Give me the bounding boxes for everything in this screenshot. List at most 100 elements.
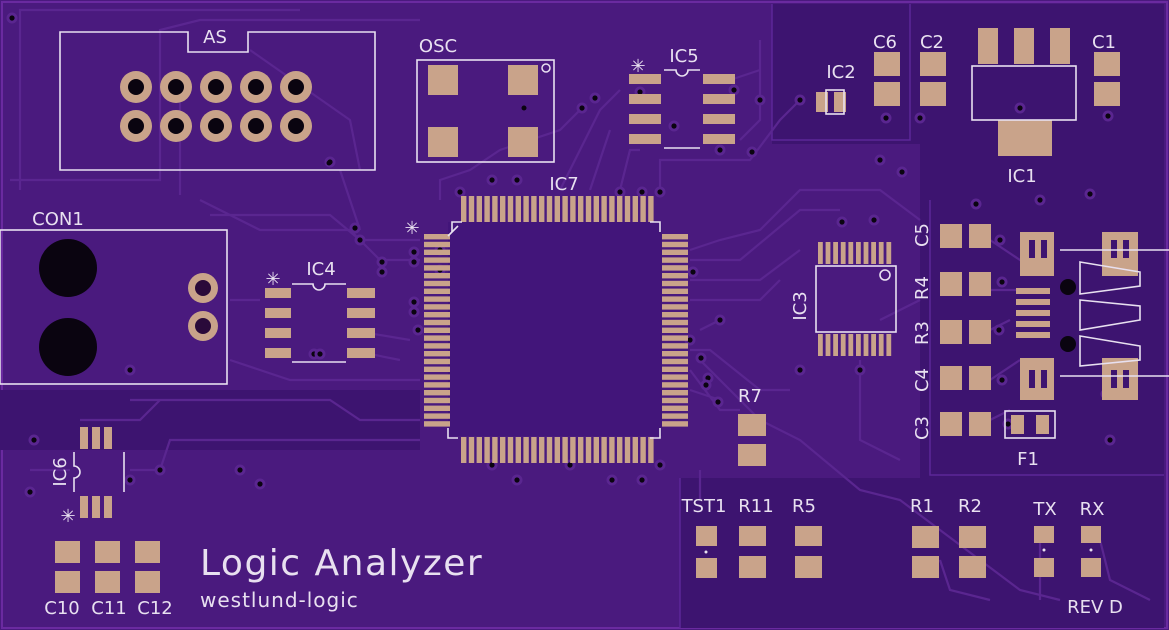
ic-pad [662, 382, 688, 388]
ic-pad [424, 288, 450, 294]
ic-pad [629, 114, 661, 124]
f1-fuse: F1 [1004, 410, 1056, 470]
ic-pad [424, 421, 450, 427]
tx-led: TX [1032, 499, 1057, 577]
osc-label: OSC [419, 36, 457, 57]
header-pin-hole [168, 79, 184, 95]
c3-label: C3 [912, 416, 933, 440]
via-hole [609, 477, 615, 483]
ic-pad [840, 242, 846, 264]
ic-pad [848, 242, 854, 264]
ic-pad [570, 196, 576, 222]
ic-pad [424, 358, 450, 365]
via-hole [997, 237, 1003, 243]
usb-pin [1016, 332, 1050, 338]
ic-pad [629, 134, 661, 144]
via-hole [579, 105, 585, 111]
ic-pad [424, 249, 450, 255]
ic-pad [640, 437, 646, 463]
ic-pad [662, 304, 688, 310]
ic-pad [468, 437, 475, 463]
ic-pad [601, 437, 607, 463]
ic-pad [424, 304, 450, 310]
ic-pad [424, 335, 450, 341]
ic-pad [347, 348, 375, 358]
ic-pad [662, 296, 688, 302]
ic-pad [662, 397, 688, 404]
ic2-component: IC2 [816, 62, 856, 115]
via-hole [379, 259, 385, 265]
via-hole [715, 399, 721, 405]
ic-pad [848, 334, 854, 356]
via-hole [592, 95, 598, 101]
c3-component: C3 [912, 412, 991, 440]
r3-label: R3 [912, 321, 933, 345]
ic4-component: IC4 ✳ [265, 259, 375, 363]
r4-label: R4 [912, 276, 933, 300]
via-hole [514, 177, 520, 183]
via-hole [411, 299, 417, 305]
via-hole [489, 462, 495, 468]
ic-pad [629, 94, 661, 104]
ic-pad [662, 319, 688, 326]
ic-pad [424, 343, 450, 349]
board-revision: REV D [1067, 597, 1123, 618]
ic-pad [347, 328, 375, 338]
ic-pad [424, 319, 450, 326]
ic-pad [617, 437, 623, 463]
ic-pad [578, 437, 584, 463]
ic5-component: IC5 ✳ [629, 46, 735, 149]
ic-pad [424, 366, 450, 372]
via-hole [705, 375, 711, 381]
ic-pad [640, 196, 646, 222]
ic-pad [265, 348, 291, 358]
header-pin-hole [128, 118, 144, 134]
drill-dot [326, 160, 332, 166]
ic-pad [863, 242, 869, 264]
ic3-component: IC3 [790, 242, 897, 356]
header-pin-hole [248, 118, 264, 134]
ic-pad [871, 334, 876, 356]
ic-pad [662, 249, 688, 255]
via-hole [411, 249, 417, 255]
c5-label: C5 [912, 223, 933, 247]
ic-pad [424, 405, 450, 411]
via-hole [514, 477, 520, 483]
tx-label: TX [1032, 499, 1056, 520]
ic-pad [833, 334, 838, 356]
ic-pad [662, 241, 688, 248]
ic-pad [593, 437, 599, 463]
ic-pad [662, 343, 688, 349]
ic-pad [484, 196, 490, 222]
ic-pad [662, 421, 688, 427]
via-hole [9, 15, 15, 21]
ic-pad [662, 366, 688, 372]
ic6-component: IC6 ✳ [50, 427, 125, 527]
ic-pad [662, 234, 688, 240]
ic-pad [833, 242, 838, 264]
ic-pad [703, 134, 735, 144]
c5-component: C5 [912, 223, 991, 248]
usb-connector [1016, 232, 1169, 400]
via-hole [31, 437, 37, 443]
c11-label: C11 [91, 598, 126, 619]
f1-label: F1 [1017, 449, 1039, 470]
ic5-label: IC5 [669, 46, 698, 67]
board-title: Logic Analyzer [200, 543, 483, 584]
ic-pad [662, 312, 688, 318]
as-header: AS [59, 27, 376, 171]
ic-pad [624, 437, 631, 463]
r5-component: R5 [792, 496, 822, 578]
ic-pad [468, 196, 475, 222]
ic-pad [476, 196, 482, 222]
via-hole [457, 189, 463, 195]
ic1-label: IC1 [1007, 166, 1036, 187]
via-hole [1017, 105, 1023, 111]
board-subtitle: westlund-logic [200, 588, 359, 612]
ic6-pin1-mark: ✳ [60, 506, 75, 527]
ic-pad [585, 437, 592, 463]
ic-pad [554, 196, 560, 222]
ic-pad [648, 437, 654, 463]
ic7-label: IC7 [549, 174, 578, 195]
via-hole [731, 87, 737, 93]
